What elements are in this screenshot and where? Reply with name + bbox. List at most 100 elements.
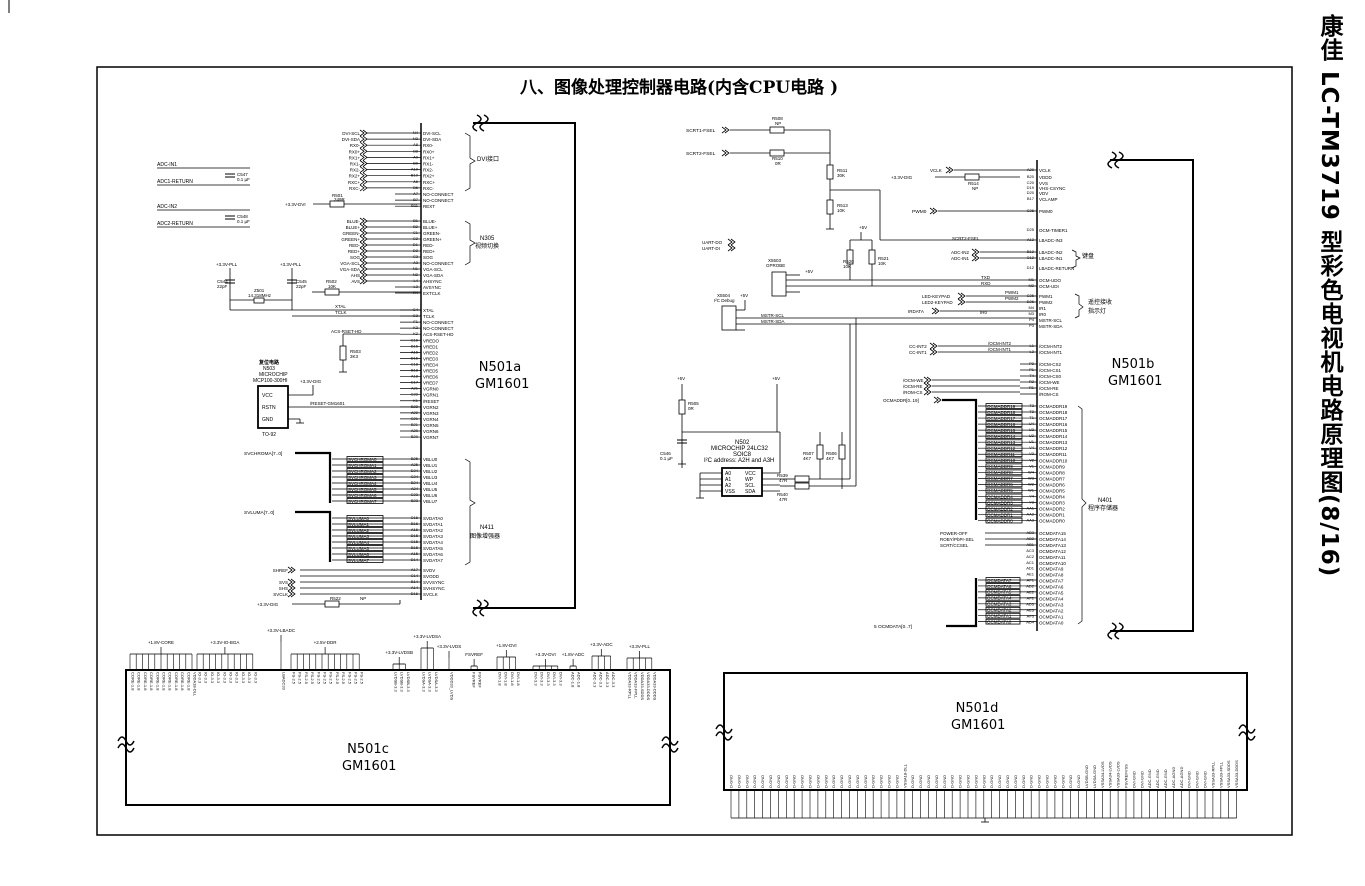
uart-do-arrow bbox=[727, 238, 733, 246]
video-pin-num: R4 bbox=[413, 290, 419, 295]
res-r502-ref: R502 bbox=[326, 279, 337, 284]
svctrl-net: SVS bbox=[279, 580, 288, 585]
power-pin-name: CORE-1.8 bbox=[155, 672, 160, 691]
ground-pin-name: D-GND bbox=[1045, 775, 1050, 788]
video-net: VGA-SDA bbox=[340, 267, 360, 272]
break-mark-a-top bbox=[472, 114, 489, 132]
power-pin-name: FS-2.5 bbox=[316, 672, 321, 685]
dvi-pin-num: N4 bbox=[413, 130, 419, 135]
ground-pin-name: VSSA33-FPLL bbox=[1218, 761, 1223, 788]
svctrl-net-arrow bbox=[290, 566, 296, 574]
mid-pin-name: VRED6 bbox=[423, 375, 439, 380]
power-pin-name: LVDSA-3.3 bbox=[422, 672, 427, 692]
mid-pin-num: C22 bbox=[411, 392, 419, 397]
dvi-pin-num: B11 bbox=[411, 203, 419, 208]
dvi-brace bbox=[464, 132, 476, 192]
ocmaddr-pin-name: OCMADDR1 bbox=[1039, 513, 1065, 518]
ocmdata-pin-name: OCMDATA5 bbox=[1039, 591, 1064, 596]
ocmdata-net-box bbox=[985, 589, 1021, 595]
ground-pin-name: D-GND bbox=[863, 775, 868, 788]
dvi-supply-label: +3.3V-DVI bbox=[285, 202, 306, 207]
res-r522-value: NP bbox=[360, 596, 366, 601]
eeprom-right-pin: SDA bbox=[745, 489, 756, 495]
dvi-net: RX0+ bbox=[349, 149, 361, 154]
res-r508 bbox=[769, 126, 785, 134]
video-pin-num: C1 bbox=[413, 230, 419, 235]
power-pin-name: IO-3.3 bbox=[222, 672, 227, 684]
ground-pin-name: VSSA33-LVDS bbox=[1116, 761, 1121, 788]
svchroma-pin-num: A25 bbox=[411, 462, 419, 467]
ground-pin-name: D-GND bbox=[744, 775, 749, 788]
n411-brace bbox=[464, 458, 476, 566]
power-pin-name: LVDSA-3.3 bbox=[428, 672, 433, 692]
uart-do-arrow bbox=[730, 238, 736, 246]
ocmaddr-bus-arrow bbox=[933, 396, 939, 404]
mid-pin-num: K2 bbox=[413, 331, 419, 336]
ocmaddr-net-box bbox=[985, 451, 1023, 458]
connector-x504-supply: +5V bbox=[740, 293, 748, 298]
dvi-net-arrow bbox=[359, 129, 365, 137]
video-net: SOG bbox=[350, 255, 361, 260]
vclk-arrow bbox=[948, 166, 954, 174]
ground-pin-name: D-GND bbox=[973, 775, 978, 788]
ocmaddr-pin-name: OCMADDR0 bbox=[1039, 519, 1065, 524]
dvi-pin-name: NO-CONNECT bbox=[423, 198, 454, 203]
video-pin-num: B1 bbox=[413, 218, 419, 223]
ground-pin-name: D-GND bbox=[729, 775, 734, 788]
ocmaddr-pin-name: OCMADDR8 bbox=[1039, 470, 1065, 475]
cc-int2-arrow bbox=[929, 342, 935, 350]
b-io-pin-num: C25 bbox=[1027, 293, 1035, 298]
cc-int1-arrow bbox=[932, 348, 938, 356]
ocmdata-pin-num: AF2 bbox=[1027, 595, 1035, 600]
b-top-pin-num: D19 bbox=[1027, 185, 1035, 190]
res-r522-ref: R522 bbox=[330, 596, 341, 601]
ocmaddr-pin-num: AA3 bbox=[1026, 518, 1034, 523]
eeprom-right-pin: SCL bbox=[745, 483, 755, 489]
dvi-pin-num: B10 bbox=[411, 173, 419, 178]
svchroma-pin-name: VBLU3 bbox=[423, 475, 438, 480]
keyboard-brace bbox=[1071, 249, 1081, 269]
page-title: 八、图像处理控制器电路(内含CPU电路 ) bbox=[520, 78, 839, 98]
ocmaddr-net: OCMADDR15 bbox=[987, 428, 1016, 433]
ocmdata-net: OCMDATA6 bbox=[987, 584, 1012, 589]
video-net-arrow bbox=[359, 229, 365, 237]
ocmdata-net-box bbox=[985, 577, 1021, 583]
ocmaddr-net: OCMADDR8 bbox=[987, 470, 1013, 475]
power-rail-label: +3.3V-PLL bbox=[629, 644, 651, 649]
video-brace bbox=[464, 220, 476, 266]
dvi-pin-num: N3 bbox=[413, 136, 419, 141]
dvi-net-arrow bbox=[359, 154, 365, 161]
power-pin-name: FS-2.5 bbox=[360, 672, 365, 685]
connector-x503-ref: X5503 bbox=[768, 258, 782, 263]
reset-pin-rstn: RSTN bbox=[262, 405, 276, 411]
adc-in1-net: ADC-IN1 bbox=[951, 256, 969, 261]
svluma-pin-name: SVDATA5 bbox=[423, 546, 443, 551]
svctrl-pin-name: SVVSYNC bbox=[423, 580, 445, 585]
b-top-pin-name: VDDD bbox=[1039, 175, 1053, 180]
ocmaddr-net-box bbox=[985, 421, 1023, 427]
ocmdata-bus-label: 5 OCMDATA[0..7] bbox=[874, 624, 912, 630]
mid-pin-name: VGRN7 bbox=[423, 435, 439, 440]
adc-input-label: ADC2-RETURN bbox=[157, 221, 193, 227]
b-ctrl-pin-num: P1 bbox=[1029, 367, 1035, 372]
clock-supply-2: +3.3V-PLL bbox=[280, 262, 302, 267]
b-top-pin-num: A20 bbox=[1027, 167, 1035, 172]
ground-pin-name: D-GND bbox=[1005, 775, 1010, 788]
video-pin-num: L4 bbox=[414, 278, 419, 283]
video-pin-num: D1 bbox=[413, 242, 419, 247]
break-mark-b-top bbox=[1107, 151, 1124, 169]
svluma-pin-num: B15 bbox=[411, 545, 419, 550]
b-ctrl-pin-name: /OCM-WE bbox=[1039, 380, 1060, 385]
b-top-pin-name: PWM0 bbox=[1039, 209, 1053, 214]
ocm-misc-label: SCRT/CCSEL bbox=[940, 543, 969, 548]
ocmaddr-pin-name: OCMADDR10 bbox=[1039, 458, 1068, 463]
ocmaddr-net-box bbox=[985, 433, 1023, 439]
b-cc-pin-num: L1 bbox=[1030, 343, 1035, 348]
power-pin-name: CORE-1.8 bbox=[180, 672, 185, 691]
block-n401-id: N401 bbox=[1098, 498, 1113, 504]
b-cc-pin-name: /OCM-INT2 bbox=[1039, 344, 1062, 349]
power-pin-name: FS-2.5 bbox=[323, 672, 328, 685]
pwm0-arrow bbox=[929, 207, 935, 215]
mid-pin-num: A16 bbox=[411, 349, 419, 354]
